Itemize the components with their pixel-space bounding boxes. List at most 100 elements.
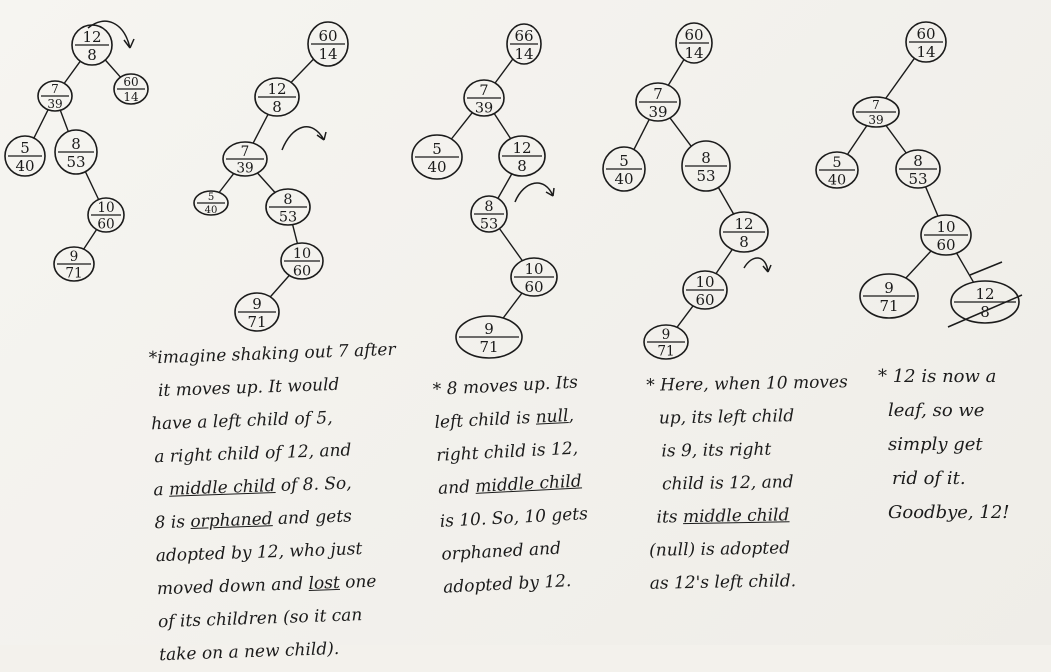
node-priority: 53 — [908, 170, 927, 188]
node-key: 10 — [524, 260, 543, 278]
tree-node: 739 — [852, 96, 900, 128]
tree-node: 540 — [602, 146, 646, 192]
tree-edge — [63, 60, 81, 84]
node-outline — [895, 149, 941, 189]
node-outline — [234, 292, 280, 332]
underlined-term: lost — [308, 572, 341, 594]
node-outline — [463, 79, 505, 117]
rotation-arrow — [281, 126, 327, 151]
node-priority: 39 — [475, 100, 493, 116]
node-priority: 71 — [247, 313, 266, 331]
node-outline — [681, 140, 731, 192]
node-priority: 8 — [272, 98, 282, 116]
node-key: 5 — [619, 152, 629, 170]
node-outline — [54, 129, 98, 175]
node-key: 10 — [936, 218, 955, 236]
note-text: and — [437, 476, 476, 499]
rotation-arrow — [743, 257, 772, 273]
note-line: Goodbye, 12! — [888, 502, 1010, 523]
tree-node: 853 — [895, 149, 941, 189]
node-key: 8 — [71, 135, 81, 153]
tree-node: 739 — [37, 80, 73, 112]
note-text: one — [339, 571, 377, 593]
node-priority: 60 — [695, 291, 714, 309]
node-key: 10 — [97, 200, 114, 216]
node-priority: 39 — [47, 97, 62, 111]
tree-edge — [905, 250, 932, 279]
node-key: 7 — [653, 85, 663, 103]
tree-node: 128 — [950, 280, 1020, 324]
tree-node: 540 — [4, 135, 46, 177]
node-priority: 8 — [739, 233, 749, 251]
node-key: 12 — [975, 285, 994, 303]
underlined-term: middle child — [682, 505, 790, 528]
tree-edge — [498, 228, 523, 262]
note-line: leaf, so we — [888, 400, 985, 421]
node-key: 10 — [695, 273, 714, 291]
note-line: (null) is adopted — [648, 538, 791, 561]
underlined-term: null — [535, 405, 569, 428]
tree-edge — [676, 305, 694, 328]
tree-edge — [291, 224, 299, 244]
tree-edge — [667, 59, 685, 86]
node-key: 60 — [123, 75, 138, 89]
tree-node: 853 — [265, 188, 311, 226]
tree-edge — [885, 57, 915, 99]
tree-edge — [84, 171, 100, 200]
node-outline — [254, 77, 300, 117]
strike-through-mark — [947, 294, 1023, 328]
tree-diagrams: 1287396014540853106097160141287395408531… — [4, 20, 1023, 360]
node-priority: 40 — [828, 172, 846, 188]
note-line: * 12 is now a — [878, 366, 997, 387]
note-10-moves-up: * Here, when 10 moves up, its left child… — [646, 366, 851, 600]
node-priority: 14 — [318, 45, 337, 63]
note-text: moved down and — [156, 573, 309, 600]
tree-node: 971 — [53, 246, 95, 282]
tree-edge — [218, 173, 235, 193]
node-priority: 8 — [87, 46, 97, 64]
node-priority: 71 — [479, 338, 498, 356]
node-outline — [920, 214, 972, 256]
note-8-moves-up: * 8 moves up. Its left child is null, ri… — [432, 366, 592, 604]
underlined-term: middle child — [474, 471, 583, 497]
node-key: 5 — [432, 140, 442, 158]
node-key: 9 — [884, 279, 894, 297]
note-line: up, its left child — [658, 406, 795, 429]
node-outline — [635, 82, 681, 122]
node-outline — [53, 246, 95, 282]
tree-edge — [33, 109, 49, 139]
tree-edge — [494, 58, 514, 84]
node-priority: 8 — [517, 157, 527, 175]
note-line: is 9, its right — [661, 439, 772, 462]
node-priority: 14 — [123, 90, 139, 104]
node-key: 12 — [734, 215, 753, 233]
node-priority: 60 — [524, 278, 543, 296]
node-outline — [37, 80, 73, 112]
node-key: 9 — [252, 295, 262, 313]
node-priority: 14 — [684, 44, 703, 62]
node-key: 5 — [20, 139, 30, 157]
note-line: as 12's left child. — [649, 571, 797, 594]
rotation-arrow — [87, 20, 135, 49]
node-priority: 60 — [936, 236, 955, 254]
node-key: 10 — [293, 246, 311, 262]
tree-node: 739 — [635, 82, 681, 122]
tree-edge — [669, 117, 692, 147]
node-priority: 71 — [879, 297, 898, 315]
tree-node: 128 — [719, 211, 769, 253]
node-outline — [470, 195, 508, 233]
tree-node: 540 — [815, 151, 859, 189]
underlined-term: middle child — [168, 476, 276, 500]
tree-edge — [59, 109, 69, 132]
tree-node: 540 — [193, 190, 229, 216]
rotation-arrow — [514, 182, 555, 203]
